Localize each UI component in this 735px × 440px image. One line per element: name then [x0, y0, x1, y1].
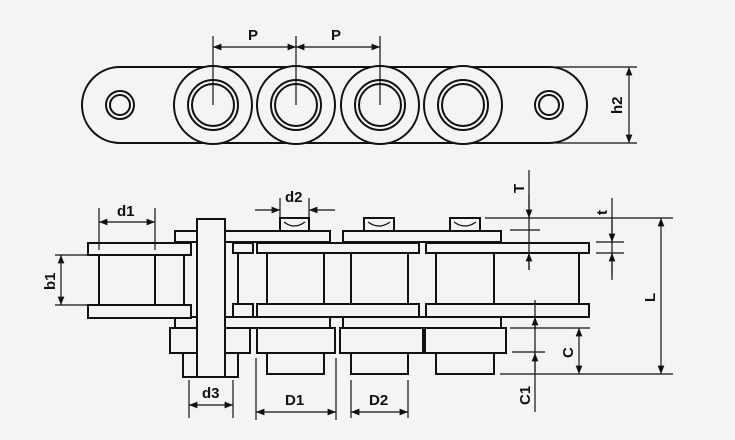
- chain-side-view: d1 d2 b1 d3 D1 D2: [42, 170, 673, 420]
- pitch-label: P: [331, 27, 341, 44]
- C-dimension: C: [510, 327, 590, 374]
- d3-label: d3: [202, 385, 220, 402]
- end-hole-right: [534, 90, 564, 120]
- h2-dimension: h2: [555, 66, 637, 144]
- h2-label: h2: [609, 96, 626, 114]
- D2-dimension: D2: [350, 380, 409, 418]
- C1-dimension: C1: [512, 300, 545, 412]
- rollers: [237, 253, 580, 304]
- end-hole-left: [105, 90, 135, 120]
- connecting-pin: [196, 218, 226, 378]
- L-dimension: L: [485, 217, 673, 375]
- T-dimension: T: [510, 170, 540, 270]
- d1-dimension: d1: [98, 203, 156, 250]
- t-dimension: t: [594, 198, 624, 280]
- b1-dimension: b1: [42, 254, 99, 306]
- D1-dimension: D1: [255, 358, 337, 420]
- T-label: T: [511, 184, 528, 193]
- t-label: t: [594, 210, 611, 215]
- d2-dimension: d2: [255, 189, 335, 218]
- L-label: L: [642, 293, 659, 302]
- D2-label: D2: [369, 392, 388, 409]
- pitch-label: P: [248, 27, 258, 44]
- d3-dimension: d3: [188, 380, 234, 418]
- pitch-dimension: P P: [212, 27, 381, 105]
- chain-top-view: P P h2: [81, 27, 637, 145]
- d2-label: d2: [285, 189, 303, 206]
- b1-label: b1: [42, 272, 59, 290]
- d1-label: d1: [117, 203, 135, 220]
- C1-label: C1: [517, 386, 534, 405]
- D1-label: D1: [285, 392, 304, 409]
- C-label: C: [560, 347, 577, 358]
